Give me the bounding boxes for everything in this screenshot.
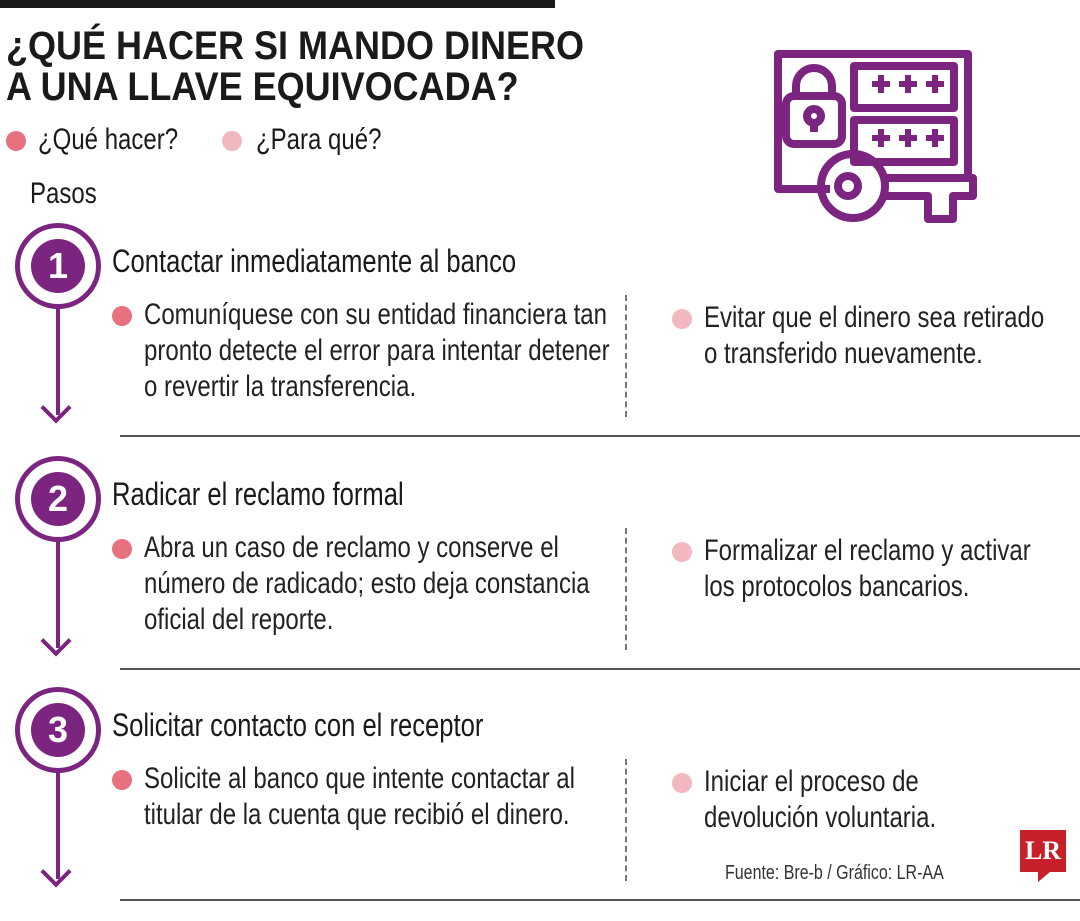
step-3: 3 Solicitar contacto con el receptor Sol… <box>0 687 1080 921</box>
arrow-down-icon <box>40 856 72 888</box>
step-title: Radicar el reclamo formal <box>112 476 404 512</box>
column-divider <box>625 528 627 650</box>
legend-what-dot <box>6 131 26 151</box>
arrow-down-icon <box>40 392 72 424</box>
step-separator <box>120 668 1080 670</box>
lock-password-key-icon <box>774 50 977 223</box>
why-bullet <box>672 773 692 793</box>
page-title: ¿QUÉ HACER SI MANDO DINERO A UNA LLAVE E… <box>6 26 648 108</box>
steps-label: Pasos <box>30 177 97 210</box>
step-number: 1 <box>31 239 85 293</box>
column-divider <box>625 759 627 881</box>
step-number-badge: 3 <box>15 687 101 773</box>
column-divider <box>625 295 627 417</box>
step-1: 1 Contactar inmediatamente al banco Comu… <box>0 223 1080 457</box>
what-text: Solicite al banco que intente contactar … <box>144 762 575 831</box>
legend-why: ¿Para qué? <box>256 123 382 156</box>
title-line-2: A UNA LLAVE EQUIVOCADA? <box>6 65 519 109</box>
arrow-down-icon <box>40 625 72 657</box>
step-number: 3 <box>31 703 85 757</box>
step-separator <box>120 899 1080 901</box>
what-bullet <box>112 306 132 326</box>
what-text: Comuníquese con su entidad financiera ta… <box>144 298 610 403</box>
legend-why-dot <box>222 131 242 151</box>
lr-logo: LR <box>1020 830 1066 882</box>
arrow-line <box>56 540 60 648</box>
step-number-badge: 2 <box>15 456 101 542</box>
step-title: Contactar inmediatamente al banco <box>112 243 517 279</box>
why-bullet <box>672 542 692 562</box>
source-credit: Fuente: Bre-b / Gráfico: LR-AA <box>724 862 944 884</box>
step-2: 2 Radicar el reclamo formal Abra un caso… <box>0 456 1080 690</box>
step-title: Solicitar contacto con el receptor <box>112 707 484 743</box>
legend-what: ¿Qué hacer? <box>38 123 179 156</box>
arrow-line <box>56 771 60 879</box>
step-number: 2 <box>31 472 85 526</box>
title-line-1: ¿QUÉ HACER SI MANDO DINERO <box>6 24 585 68</box>
arrow-line <box>56 307 60 415</box>
top-rule <box>0 0 555 8</box>
why-bullet <box>672 309 692 329</box>
step-separator <box>120 435 1080 437</box>
what-bullet <box>112 770 132 790</box>
what-bullet <box>112 539 132 559</box>
step-number-badge: 1 <box>15 223 101 309</box>
